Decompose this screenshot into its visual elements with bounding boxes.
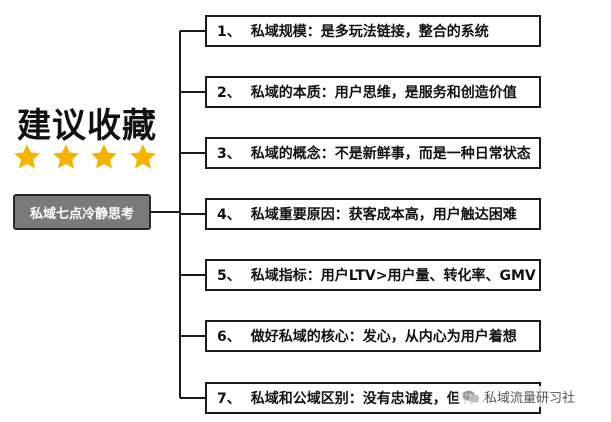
item-text: 私域规模：是多玩法链接，整合的系统 [250, 24, 489, 40]
item-number: 5、 [217, 268, 241, 284]
item-text: 私域指标：用户LTV>用户量、转化率、GMV [250, 268, 536, 284]
wechat-icon [462, 390, 480, 404]
item-text: 私域的概念：不是新鲜事，而是一种日常状态 [250, 146, 531, 162]
item-text: 私域重要原因：获客成本高，用户触达困难 [250, 207, 517, 223]
star-icon [89, 142, 119, 172]
star-icon [51, 142, 81, 172]
item-number: 7、 [217, 391, 241, 407]
list-item: 2、 私域的本质：用户思维，是服务和创造价值 [205, 76, 541, 108]
list-item: 1、 私域规模：是多玩法链接，整合的系统 [205, 15, 541, 47]
list-item: 6、 做好私域的核心：发心，从内心为用户着想 [205, 320, 541, 352]
star-icon [128, 142, 158, 172]
headline: 建议收藏 [17, 106, 157, 146]
watermark: 私域流量研习社 [458, 386, 580, 407]
item-number: 6、 [217, 329, 241, 345]
list-item: 5、 私域指标：用户LTV>用户量、转化率、GMV [205, 259, 541, 291]
list-item: 4、 私域重要原因：获客成本高，用户触达困难 [205, 198, 541, 230]
star-icon [12, 142, 42, 172]
list-item: 3、 私域的概念：不是新鲜事，而是一种日常状态 [205, 137, 541, 169]
item-number: 4、 [217, 207, 241, 223]
item-number: 3、 [217, 146, 241, 162]
item-number: 2、 [217, 85, 241, 101]
rating-stars [12, 142, 158, 172]
item-number: 1、 [217, 24, 241, 40]
watermark-text: 私域流量研习社 [484, 391, 576, 406]
item-text: 做好私域的核心：发心，从内心为用户着想 [250, 329, 517, 345]
subtitle-box: 私域七点冷静思考 [13, 194, 151, 230]
item-text: 私域的本质：用户思维，是服务和创造价值 [250, 85, 517, 101]
item-text: 私域和公域区别：没有忠诚度，但有... [250, 391, 491, 407]
